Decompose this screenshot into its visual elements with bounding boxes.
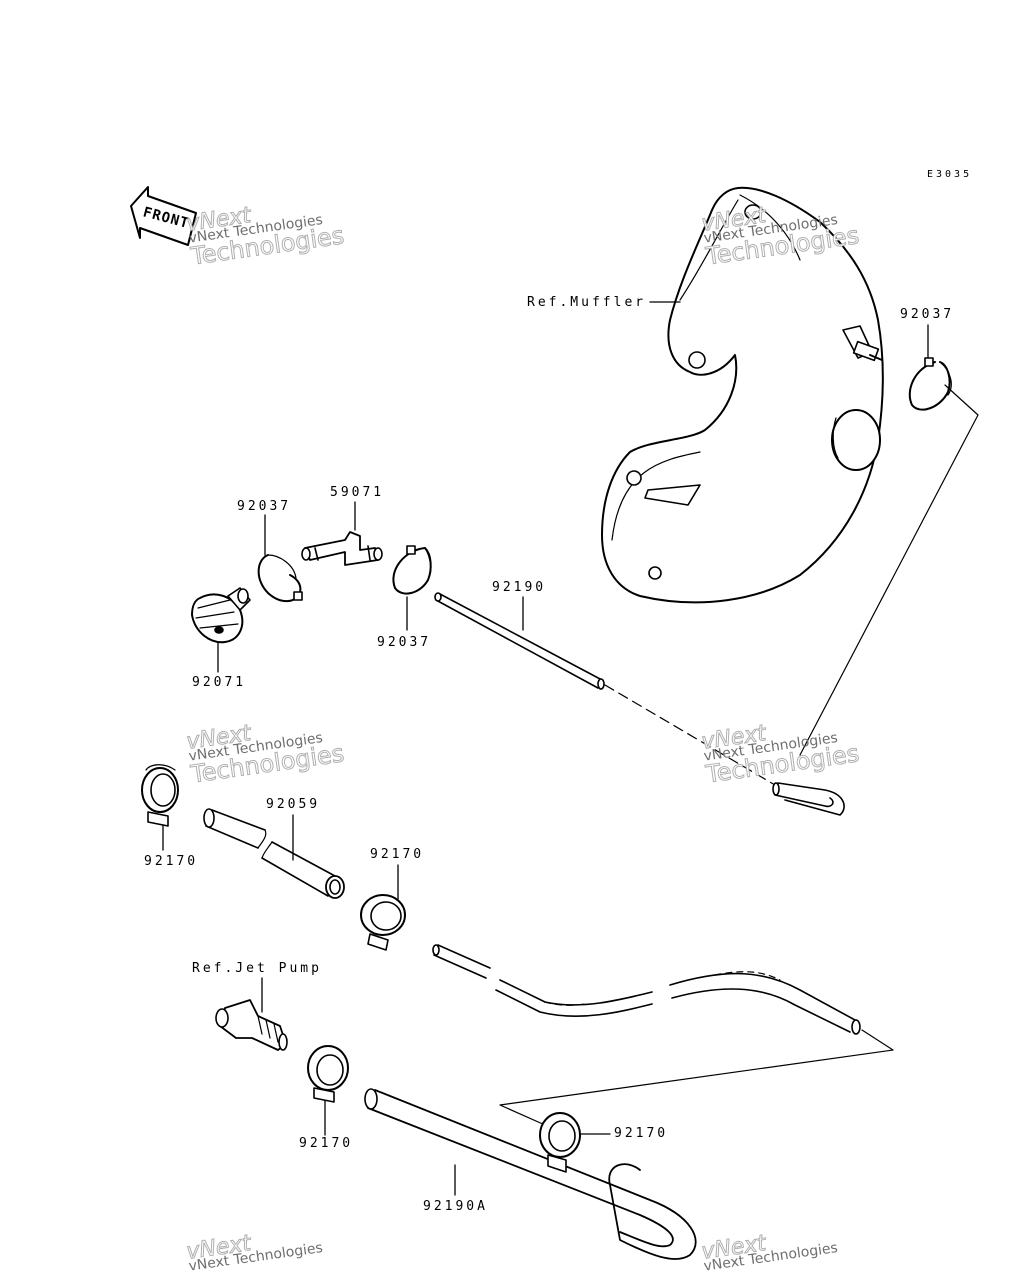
muffler-illustration xyxy=(602,188,883,603)
hose-u-bend-small xyxy=(773,783,844,815)
label-59071: 59071 xyxy=(330,485,385,500)
fitting-92071 xyxy=(192,588,250,642)
label-92037-left: 92037 xyxy=(237,499,292,514)
hose-92059 xyxy=(204,809,344,898)
hose-92190 xyxy=(435,593,604,689)
label-92037-middle: 92037 xyxy=(377,635,432,650)
label-92170-d: 92170 xyxy=(614,1126,669,1141)
assembly-lines xyxy=(500,385,978,1125)
clamp-92170-a xyxy=(142,765,178,826)
label-92190: 92190 xyxy=(492,580,547,595)
label-ref-muffler: Ref.Muffler xyxy=(527,295,647,310)
connector-59071 xyxy=(302,532,382,565)
diagram-code: E3035 xyxy=(927,169,973,180)
label-92037-top-right: 92037 xyxy=(900,307,955,322)
clamp-92170-b xyxy=(361,895,405,950)
label-92190a: 92190A xyxy=(423,1199,488,1214)
hose-middle-sections xyxy=(433,945,860,1034)
clamp-92037-left xyxy=(259,555,302,601)
clamp-92037-top-right xyxy=(910,358,951,410)
label-92170-b: 92170 xyxy=(370,847,425,862)
label-92170-c: 92170 xyxy=(299,1136,354,1151)
jet-pump-fitting xyxy=(216,1000,287,1050)
front-arrow-icon: FRONT xyxy=(131,187,196,245)
hose-92190a xyxy=(365,1089,696,1259)
label-92071: 92071 xyxy=(192,675,247,690)
label-92170-a: 92170 xyxy=(144,854,199,869)
clamp-92170-c xyxy=(308,1046,348,1102)
clamp-92037-middle xyxy=(393,546,430,594)
clamp-92170-d xyxy=(540,1113,580,1172)
label-ref-jet-pump: Ref.Jet Pump xyxy=(192,961,322,976)
label-92059: 92059 xyxy=(266,797,321,812)
